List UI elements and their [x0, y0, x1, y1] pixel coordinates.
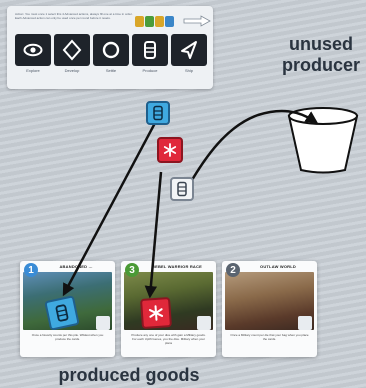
card-badge — [298, 316, 312, 330]
produced-goods-label: produced goods — [58, 365, 200, 385]
barrel-icon — [144, 41, 156, 59]
barrel-icon — [177, 181, 187, 197]
white-die[interactable] — [170, 177, 194, 201]
action-develop[interactable]: Develop — [54, 34, 90, 74]
asterisk-icon — [148, 305, 164, 321]
arrow-white-to-cup — [190, 109, 319, 181]
unused-producer-label: unused producer — [281, 34, 360, 75]
red-die-on-card — [139, 296, 173, 330]
cost-badge: 1 — [24, 263, 38, 277]
action-row: Explore Develop Settle — [15, 34, 207, 74]
phase-tile — [165, 15, 174, 27]
cost-badge: 2 — [226, 263, 240, 277]
card-text: Once a Military count per die that your … — [230, 333, 309, 341]
ring-icon — [102, 41, 120, 59]
action-label: Ship — [184, 68, 193, 73]
phase-tiles — [135, 15, 174, 27]
blue-die[interactable] — [146, 101, 170, 125]
card-badge — [197, 316, 211, 330]
card-title: OUTLAW WORLD — [260, 264, 296, 269]
action-label: Settle — [105, 68, 117, 73]
action-label: Produce — [142, 68, 158, 73]
action-settle[interactable]: Settle — [93, 34, 129, 74]
ship-icon — [181, 41, 197, 59]
arrow-blue-to-card — [62, 122, 157, 297]
blue-die-on-card — [44, 295, 80, 331]
barrel-icon — [55, 304, 69, 322]
phase-tile — [135, 15, 144, 27]
board-instructions: Action: You must once 1 select this 4 Ad… — [15, 12, 133, 20]
card-outlaw-world[interactable]: 2 OUTLAW WORLD Once a Military count per… — [222, 261, 317, 357]
red-die[interactable] — [157, 137, 183, 163]
phase-board: Action: You must once 1 select this 4 Ad… — [7, 6, 213, 89]
eye-icon — [23, 43, 43, 57]
card-title: ABANDONED ... — [59, 264, 93, 269]
action-explore[interactable]: Explore — [15, 34, 51, 74]
phase-tile — [155, 15, 164, 27]
phase-tile — [145, 15, 154, 27]
action-label: Develop — [64, 68, 80, 73]
cost-badge: 3 — [125, 263, 139, 277]
action-label: Explore — [26, 68, 40, 73]
card-title: REBEL WARRIOR RACE — [152, 264, 202, 269]
diamond-icon — [62, 39, 82, 61]
arrow-red-to-card — [144, 171, 163, 299]
action-produce[interactable]: Produce — [132, 34, 168, 74]
card-text: Produce any one of your dice with gain a… — [131, 333, 206, 345]
action-ship[interactable]: Ship — [171, 34, 207, 74]
arrow-right-icon — [183, 15, 211, 27]
card-text: Once a Novelty counts per this pile. Wil… — [31, 333, 104, 341]
barrel-icon — [153, 105, 163, 121]
asterisk-icon — [163, 143, 177, 157]
card-badge — [96, 316, 110, 330]
